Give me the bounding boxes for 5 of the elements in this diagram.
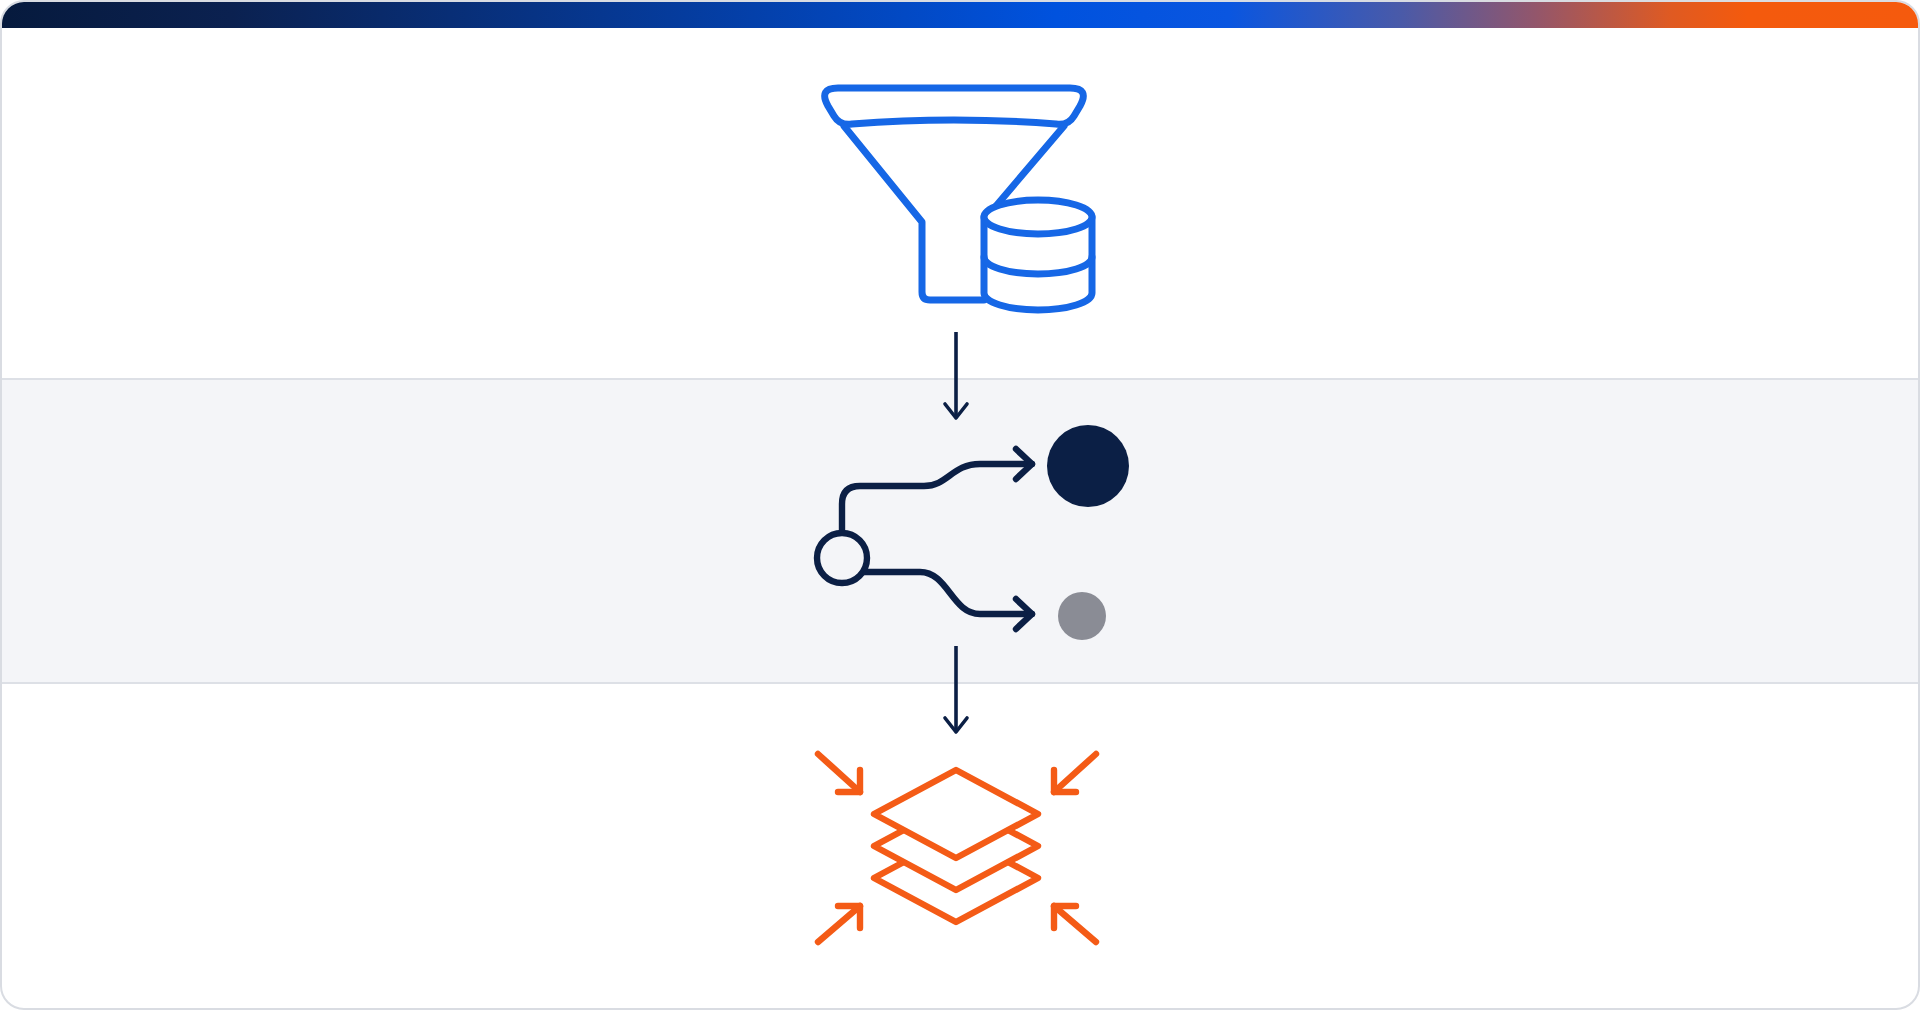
arrow (943, 646, 969, 734)
funnel-database-icon (816, 82, 1100, 316)
stacked-layers-icon (810, 748, 1104, 948)
branching-arrows-icon (810, 422, 1134, 644)
arrow (943, 332, 969, 420)
